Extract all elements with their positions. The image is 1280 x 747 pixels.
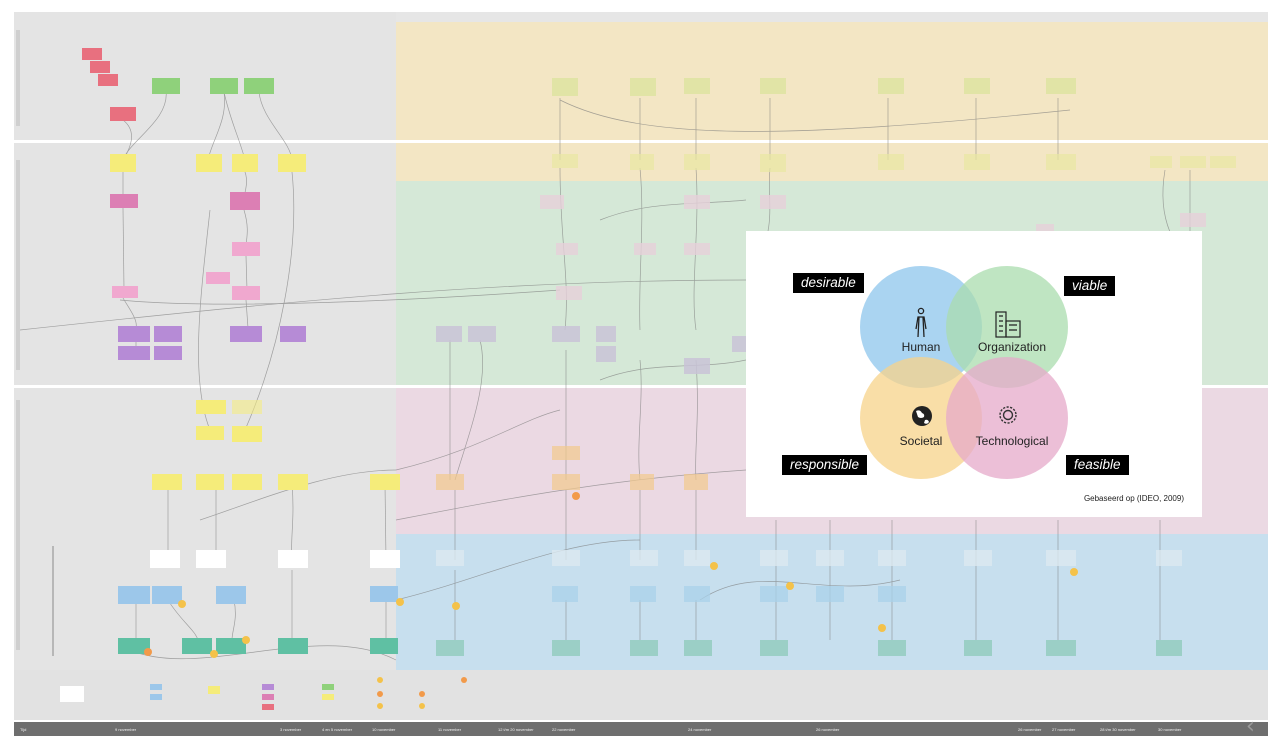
yellow-band [396,22,1268,140]
timeline-tick: 11 november [438,727,462,732]
timeline-ticks: 9 november 3 november 4 en 5 november 10 no… [115,727,1182,732]
building-icon [995,311,1021,338]
circle-label-technological: Technological [976,434,1049,448]
timeline-tick: 28 t/m 30 november [1100,727,1136,732]
citation-credit: Gebaseerd op (IDEO, 2009) [1083,494,1184,503]
timeline-label: Tijd [20,727,26,732]
label-responsible: responsible [782,455,868,475]
circle-label-organization: Organization [978,340,1046,354]
venn-diagram: Human Organization Societal Technologica… [860,266,1068,479]
timeline-tick: 12 t/m 20 november [498,727,534,732]
chevron-left-icon[interactable]: ‹ [1246,714,1255,739]
timeline-tick: 26 november [1018,727,1042,732]
timeline-tick: 10 november [372,727,396,732]
venn-diagram-card: Human Organization Societal Technologica… [746,231,1202,517]
timeline-tick: 24 november [688,727,712,732]
globe-icon [912,406,932,426]
timeline-tick: 4 en 5 november [322,727,353,732]
label-feasible: feasible [1066,455,1129,475]
timeline-tick: 9 november [115,727,137,732]
person-icon [915,307,927,338]
timeline-tick: 30 november [1158,727,1182,732]
legend-strip [14,670,1268,720]
timeline-tick: 26 november [816,727,840,732]
timeline-tick: 27 november [1052,727,1076,732]
timeline-tick: 3 november [280,727,302,732]
label-desirable: desirable [793,273,864,293]
timeline-tick: 22 november [552,727,576,732]
section-title-strips [16,30,54,656]
separator-1 [14,140,1268,143]
circle-technological [946,357,1068,479]
label-viable: viable [1064,276,1116,296]
row-group-2 [14,143,396,385]
sticky-notes [60,48,1236,710]
gear-icon [999,406,1017,424]
timeline-bar [14,722,1268,736]
circle-human [860,266,982,388]
circle-organization [946,266,1068,388]
yellow-band-2 [396,143,1268,181]
row-group-1 [14,12,396,140]
circle-label-societal: Societal [900,434,943,448]
circle-label-human: Human [902,340,941,354]
